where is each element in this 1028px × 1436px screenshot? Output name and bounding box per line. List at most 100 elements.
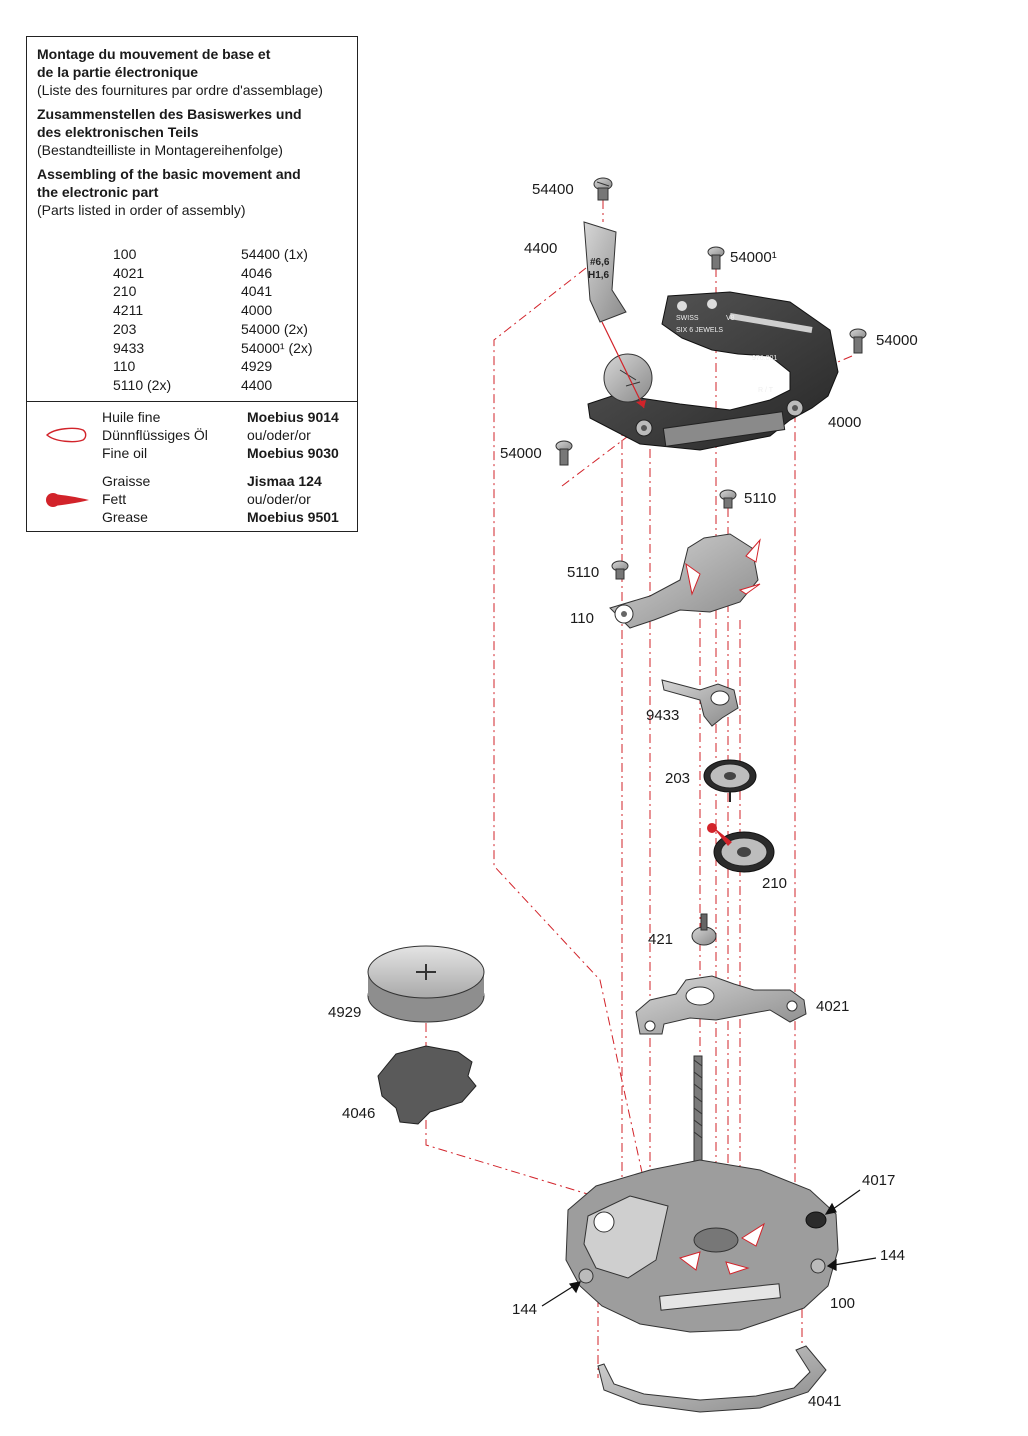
label-54000-left: 54000: [500, 445, 542, 462]
legend-de-note: (Bestandteilliste in Montagereihenfolge): [37, 142, 283, 158]
grease-product-2-text: Moebius 9501: [247, 509, 339, 525]
legend-en: Assembling of the basic movement and the…: [37, 165, 347, 219]
bridge-mark-jewels: SIX 6 JEWELS: [676, 327, 723, 334]
spring-mark-1: #6,6: [590, 257, 610, 268]
part-cell: 210: [113, 283, 137, 300]
oil-product-1: Moebius 9014: [247, 409, 339, 427]
screw-5110-top: [719, 489, 737, 509]
label-144-left: 144: [512, 1301, 537, 1318]
ring-4041: [597, 1345, 827, 1413]
oil-label-fr: Huile fine: [102, 409, 161, 425]
oil-product-or: ou/oder/or: [247, 427, 311, 443]
legend-de-title-2: des elektronischen Teils: [37, 124, 199, 140]
parts-row: 4021 4046: [113, 264, 353, 283]
part-cell: 4929: [241, 358, 273, 375]
lever-9433: [661, 679, 739, 727]
legend-top: Montage du mouvement de base et de la pa…: [27, 37, 357, 401]
battery-4929: [367, 945, 485, 1023]
bridge-mark-caliber: 976.001: [752, 355, 777, 362]
legend-fr-note: (Liste des fournitures par ordre d'assem…: [37, 82, 323, 98]
grease-product-1-text: Jismaa 124: [247, 473, 322, 489]
label-54000-right: 54000: [876, 332, 918, 349]
part-cell: 4000: [241, 302, 273, 319]
legend-de-title-1: Zusammenstellen des Basiswerkes und: [37, 106, 302, 122]
label-203: 203: [665, 770, 690, 787]
oil-product-2-text: Moebius 9030: [247, 445, 339, 461]
bridge-mark-rt: R / T: [758, 387, 774, 394]
label-4400: 4400: [524, 240, 557, 257]
label-210: 210: [762, 875, 787, 892]
part-cell: 4046: [241, 264, 273, 281]
label-4000: 4000: [828, 414, 861, 431]
legend-fr-title-2: de la partie électronique: [37, 64, 199, 80]
leader-arrows: [541, 1189, 877, 1307]
part-cell: 54000 (2x): [241, 320, 308, 337]
parts-row: 4211 4000: [113, 301, 353, 320]
part-cell: 100: [113, 246, 137, 262]
label-4017: 4017: [862, 1172, 895, 1189]
legend-fr-title-1: Montage du mouvement de base et: [37, 46, 271, 62]
screw-54000-left: [555, 440, 573, 466]
part-cell: 9433: [113, 339, 145, 356]
grease-product-or: ou/oder/or: [247, 491, 311, 507]
legend-fr: Montage du mouvement de base et de la pa…: [37, 45, 347, 99]
legend-divider: [27, 401, 357, 402]
label-4929: 4929: [328, 1004, 361, 1021]
grease-product-2: Moebius 9501: [247, 509, 339, 527]
screw-54000-sup: [707, 246, 725, 270]
bridge-mark-swiss: SWISS: [676, 315, 699, 322]
label-4046: 4046: [342, 1105, 375, 1122]
coil-plate: [603, 353, 653, 403]
oil-product-1-text: Moebius 9014: [247, 409, 339, 425]
label-100: 100: [830, 1295, 855, 1312]
legend-en-note: (Parts listed in order of assembly): [37, 202, 246, 218]
main-plate-100: [565, 1159, 839, 1333]
part-cell: 4041: [241, 283, 273, 300]
spring-4400: #6,6 H1,6: [583, 221, 627, 323]
spring-guide-arrow: [601, 321, 645, 409]
parts-row: 9433 54000¹ (2x): [113, 339, 353, 358]
label-54400: 54400: [532, 181, 574, 198]
parts-row: 210 4041: [113, 282, 353, 301]
screw-54400: [593, 177, 613, 201]
grease-label-de: Fett: [102, 491, 127, 507]
label-54000-sup: 54000¹: [730, 249, 777, 266]
oil-drop-icon: [45, 427, 87, 443]
pinion-421: [691, 913, 717, 946]
part-cell: 5110 (2x): [113, 376, 172, 393]
bridge-4000: SWISS V8 SIX 6 JEWELS 976.001 R / T: [587, 291, 839, 451]
label-5110-top: 5110: [744, 490, 776, 507]
part-labels: 54400 4400 54000¹ 54000 4000 54000 5110 …: [328, 181, 918, 1410]
part-cell: 4211: [113, 302, 144, 319]
spring-mark-2: H1,6: [588, 270, 610, 281]
label-144-right: 144: [880, 1247, 905, 1264]
bridge-110: [609, 533, 761, 629]
part-cell: 4021: [113, 264, 145, 281]
screw-54000-right: [849, 328, 867, 354]
part-cell: 110: [113, 358, 136, 375]
screw-5110-left: [611, 560, 629, 580]
label-4021: 4021: [816, 998, 849, 1015]
label-5110-left: 5110: [567, 564, 599, 581]
label-9433: 9433: [646, 707, 679, 724]
label-4041: 4041: [808, 1393, 841, 1410]
parts-row: 110 4929: [113, 357, 353, 376]
legend-box: Montage du mouvement de base et de la pa…: [26, 36, 358, 532]
bridge-4021: [635, 975, 807, 1035]
wheel-203: [703, 759, 757, 802]
legend-en-title-1: Assembling of the basic movement and: [37, 166, 301, 182]
grease-drop-icon: [46, 493, 89, 507]
part-cell: 54000¹ (2x): [241, 339, 313, 356]
insulator-4046: [377, 1045, 477, 1125]
oil-label-de: Dünnflüssiges Öl: [102, 427, 208, 443]
legend-de: Zusammenstellen des Basiswerkes und des …: [37, 105, 347, 159]
legend-en-title-2: the electronic part: [37, 184, 159, 200]
bridge-mark-v8: V8: [726, 315, 735, 322]
grease-label-en: Grease: [102, 509, 148, 525]
grease-label-fr: Graisse: [102, 473, 151, 489]
label-110: 110: [570, 610, 594, 627]
